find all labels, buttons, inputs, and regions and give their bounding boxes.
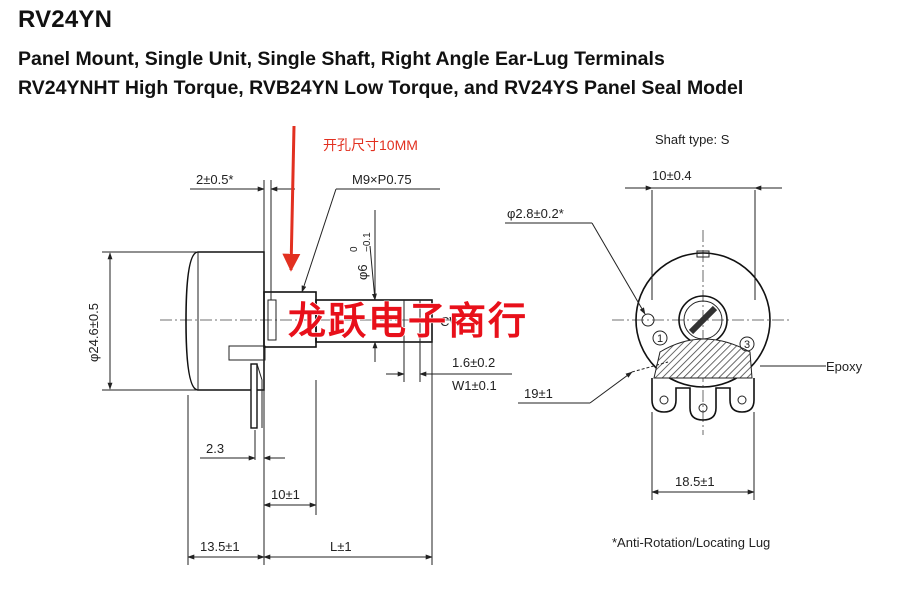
shaft-slot — [688, 305, 718, 335]
dim-pitch: 18.5±1 — [675, 474, 715, 489]
subtitle-line-1: Panel Mount, Single Unit, Single Shaft, … — [18, 48, 665, 70]
watermark: 龙跃电子商行 — [288, 299, 528, 343]
terminal-hole-1 — [659, 395, 669, 405]
terminal-1-marker — [652, 330, 668, 346]
label-cw: CW — [440, 314, 462, 329]
terminal-bend — [256, 363, 263, 428]
dim-thread-label: M9×P0.75 — [352, 172, 412, 187]
dim-slot: 10±0.4 — [652, 168, 692, 183]
label-epoxy: Epoxy — [826, 359, 863, 374]
red-arrow — [282, 125, 301, 272]
dim-hole: φ2.8±0.2* — [507, 206, 564, 221]
dim-body-length: 13.5±1 — [200, 539, 240, 554]
dim-bushing: 10±1 — [271, 487, 300, 502]
dim-offset: 19±1 — [524, 386, 553, 401]
dim-slot-width: W1±0.1 — [452, 378, 497, 393]
anti-rotation-lug — [267, 299, 277, 341]
footnote: *Anti-Rotation/Locating Lug — [612, 535, 770, 550]
mount-flange — [228, 345, 266, 361]
terminals — [651, 378, 755, 421]
dim-shaft-tol-top: 0 — [349, 246, 360, 252]
top-notch — [696, 250, 710, 258]
terminal-3-marker — [739, 336, 755, 352]
terminal-hole-2 — [698, 403, 708, 413]
dim-terminal: 2.3 — [206, 441, 224, 456]
side-view: 2±0.5* M9×P0.75 开孔尺寸10MM φ6 0 −0.1 φ24.6… — [86, 125, 512, 565]
terminal-3-label: 3 — [744, 339, 750, 351]
shaft-type-label: Shaft type: S — [655, 132, 730, 147]
terminal-lug — [250, 363, 258, 429]
dim-lug-label: 2±0.5* — [196, 172, 234, 187]
locating-hole — [641, 313, 655, 327]
thread-leader — [301, 188, 337, 293]
dim-shaft-dia: φ6 — [355, 264, 370, 280]
front-view: Shaft type: S 1 3 — [505, 132, 863, 500]
terminal-hole-3 — [737, 395, 747, 405]
terminal-1-label: 1 — [657, 333, 663, 345]
body-circle — [635, 252, 771, 388]
epoxy-area — [653, 338, 753, 379]
dim-shaft-tol-bot: −0.1 — [362, 232, 373, 252]
dim-slot-depth: 1.6±0.2 — [452, 355, 495, 370]
subtitle-line-2: RV24YNHT High Torque, RVB24YN Low Torque… — [18, 77, 744, 99]
dim-body-dia: φ24.6±0.5 — [86, 303, 101, 362]
model-title: RV24YN — [18, 6, 113, 33]
dim-shaft-length: L±1 — [330, 539, 352, 554]
annotation-cn: 开孔尺寸10MM — [323, 137, 418, 153]
